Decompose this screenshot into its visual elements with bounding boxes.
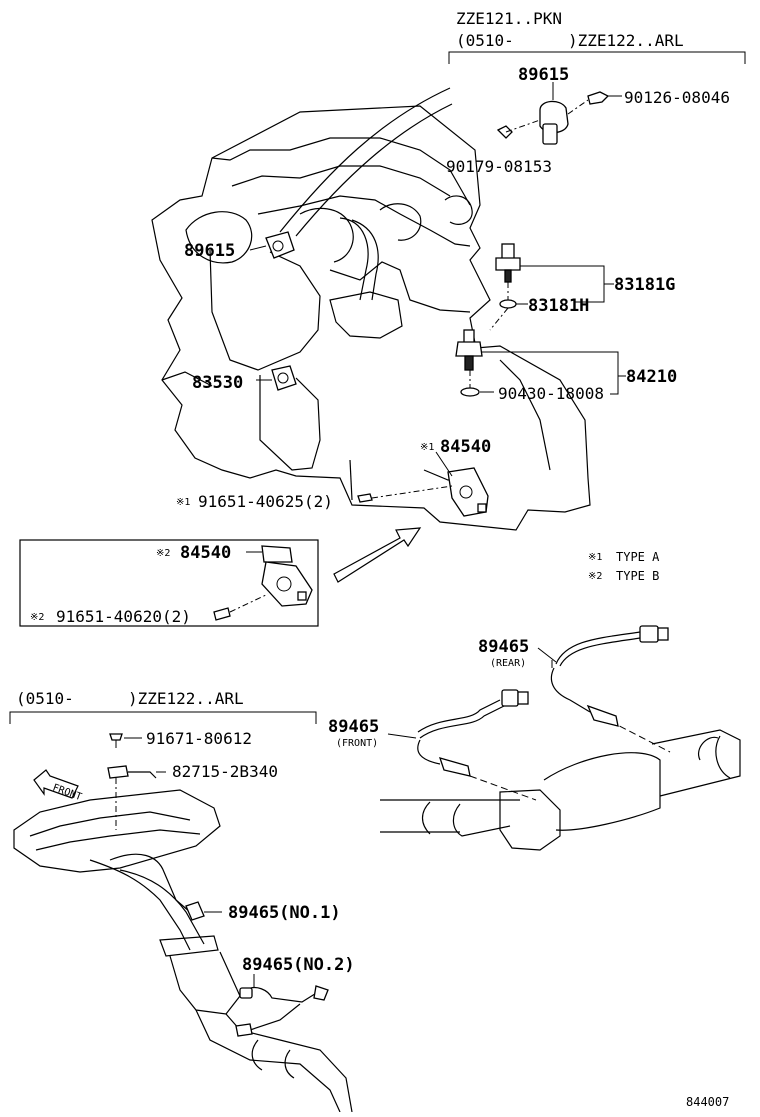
engine-drawing bbox=[151, 87, 591, 531]
label-84540-a: 84540 bbox=[440, 437, 491, 457]
model-line1: ZZE121..PKN bbox=[456, 9, 562, 28]
part-89615-left bbox=[265, 231, 295, 259]
label-rear: (REAR) bbox=[490, 658, 526, 669]
label-82715-2b340: 82715-2B340 bbox=[172, 762, 278, 781]
part-89465-no1 bbox=[109, 853, 222, 921]
part-89465-front bbox=[417, 689, 529, 777]
lower-header-bracket bbox=[9, 711, 317, 724]
legend-type-b: TYPE B bbox=[616, 569, 659, 583]
label-83181h: 83181H bbox=[528, 296, 589, 316]
type-b-inset-box bbox=[19, 539, 319, 627]
label-90126-08046: 90126-08046 bbox=[624, 88, 730, 107]
label-89465-no1: 89465(NO.1) bbox=[228, 903, 341, 923]
front-arrow: FRONT bbox=[33, 769, 83, 803]
exhaust-drawing bbox=[380, 715, 741, 851]
mark-91651-a: ※1 bbox=[176, 497, 190, 508]
label-91651-40625: 91651-40625(2) bbox=[198, 492, 333, 511]
label-83181g: 83181G bbox=[614, 275, 675, 295]
part-83181g bbox=[489, 243, 521, 331]
bolt-91651-a bbox=[357, 493, 373, 503]
legend-mark-b: ※2 bbox=[588, 571, 602, 582]
label-84210: 84210 bbox=[626, 367, 677, 387]
inset-arrow bbox=[333, 527, 422, 583]
top-model-header: ZZE121..PKN (0510- )ZZE122..ARL bbox=[448, 9, 746, 64]
part-84540-type-a bbox=[435, 451, 489, 517]
lower-header-date: (0510- bbox=[16, 689, 74, 708]
legend-type-a: TYPE A bbox=[616, 550, 660, 564]
label-89615-left: 89615 bbox=[184, 241, 235, 261]
bolt-91651-b bbox=[213, 607, 231, 621]
label-90179-08153: 90179-08153 bbox=[446, 157, 552, 176]
label-89465-front: 89465 bbox=[328, 717, 379, 737]
leader-84210 bbox=[482, 351, 619, 395]
mark-type-a: ※1 bbox=[420, 442, 434, 453]
label-90430-18008: 90430-18008 bbox=[498, 384, 604, 403]
label-89465-no2: 89465(NO.2) bbox=[242, 955, 355, 975]
part-89465-no2 bbox=[235, 974, 329, 1037]
part-82715 bbox=[107, 765, 166, 830]
label-89615-top: 89615 bbox=[518, 65, 569, 85]
figure-code: 844007 bbox=[686, 1095, 729, 1109]
part-89615-detail bbox=[496, 82, 622, 145]
label-83530: 83530 bbox=[192, 373, 243, 393]
label-front-paren: (FRONT) bbox=[336, 738, 378, 749]
exhaust-manifold bbox=[13, 789, 353, 1113]
label-89465-rear: 89465 bbox=[478, 637, 529, 657]
part-89465-rear bbox=[550, 625, 669, 727]
mark-91651-b: ※2 bbox=[30, 612, 44, 623]
mark-type-b: ※2 bbox=[156, 548, 170, 559]
lower-header-model: )ZZE122..ARL bbox=[128, 689, 244, 708]
part-84210 bbox=[455, 329, 483, 397]
header-bracket bbox=[448, 51, 746, 64]
part-84540-type-b bbox=[261, 545, 313, 607]
model-line2-model: )ZZE122..ARL bbox=[568, 31, 684, 50]
legend-mark-a: ※1 bbox=[588, 552, 602, 563]
label-91671-80612: 91671-80612 bbox=[146, 729, 252, 748]
label-91651-40620: 91651-40620(2) bbox=[56, 607, 191, 626]
type-legend: ※1 TYPE A ※2 TYPE B bbox=[588, 550, 660, 583]
part-83530 bbox=[271, 365, 297, 391]
bolt-91671 bbox=[109, 733, 142, 748]
model-line2-date: (0510- bbox=[456, 31, 514, 50]
label-84540-b: 84540 bbox=[180, 543, 231, 563]
